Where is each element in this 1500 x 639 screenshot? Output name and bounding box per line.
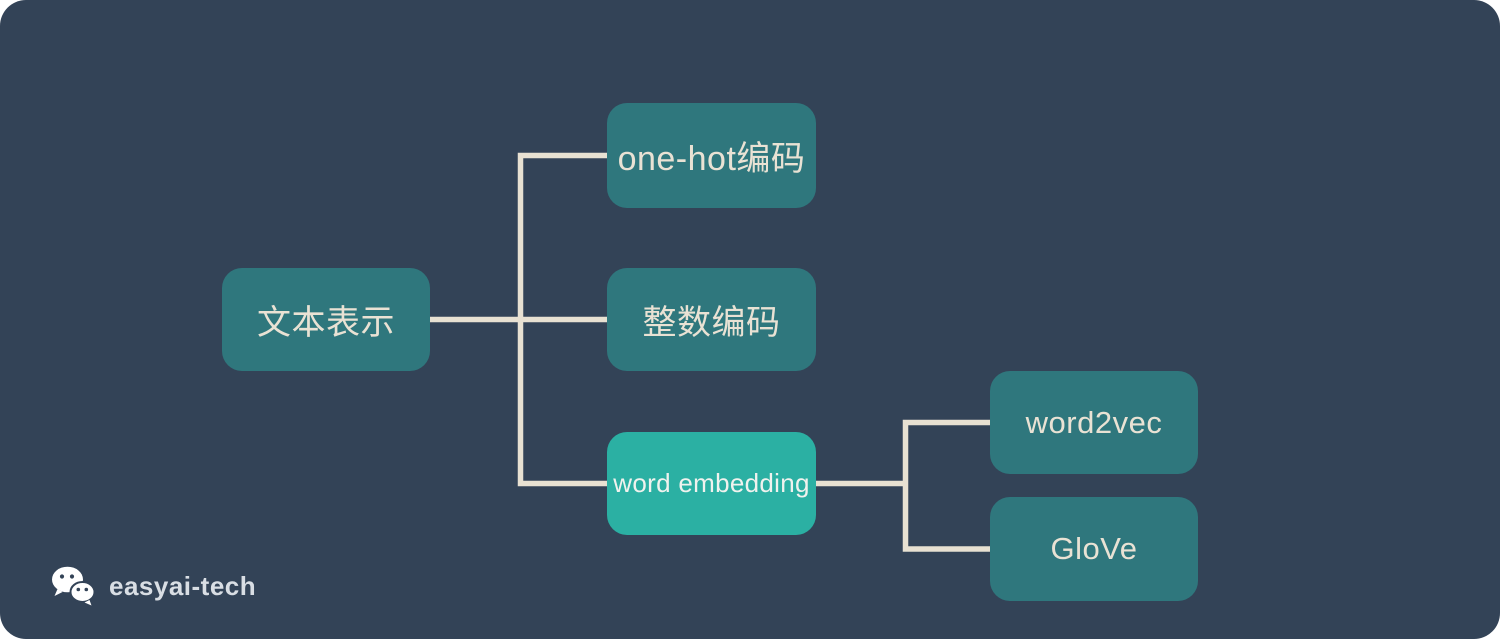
node-label: GloVe	[1050, 531, 1138, 566]
node-text-representation: 文本表示	[222, 268, 430, 371]
edge-trunk-children	[517, 152, 607, 487]
node-label: 文本表示	[257, 304, 395, 342]
watermark-label: easyai-tech	[109, 570, 257, 601]
node-word-embedding: word embedding	[607, 432, 816, 535]
edge-trunk-grandchildren	[902, 419, 990, 552]
watermark: easyai-tech	[50, 563, 256, 609]
node-label: one-hot编码	[617, 140, 806, 178]
node-label: word embedding	[613, 468, 810, 498]
node-label: word2vec	[1025, 404, 1163, 440]
node-word2vec: word2vec	[990, 371, 1198, 474]
node-integer-encoding: 整数编码	[607, 268, 816, 371]
node-glove: GloVe	[990, 497, 1198, 601]
node-label: 整数编码	[642, 304, 781, 342]
node-one-hot-encoding: one-hot编码	[607, 103, 816, 208]
wechat-icon	[52, 566, 96, 606]
